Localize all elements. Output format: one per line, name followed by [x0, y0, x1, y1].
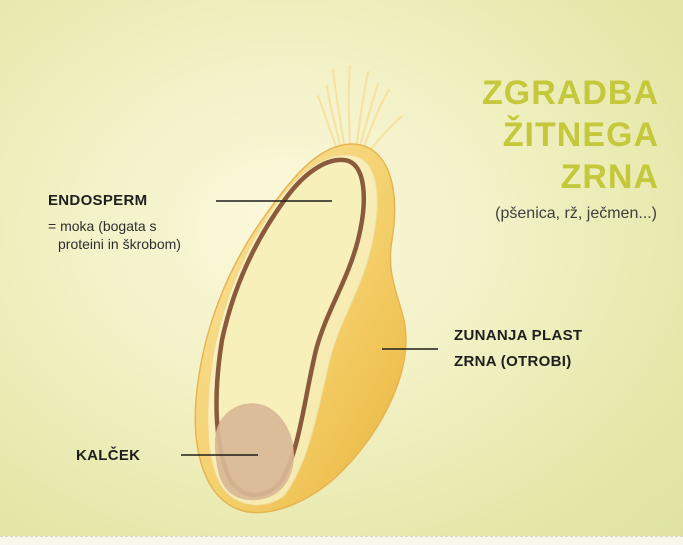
- endosperm-desc-line-1: = moka (bogata s: [48, 217, 157, 235]
- bottom-edge: [0, 536, 683, 545]
- title-line-2: ŽITNEGA: [503, 117, 659, 153]
- outer-layer-label-line-2: ZRNA (OTROBI): [454, 353, 572, 370]
- grain-hairs: [318, 66, 402, 156]
- subtitle: (pšenica, rž, ječmen...): [495, 205, 657, 223]
- title-line-1: ZGRADBA: [482, 75, 659, 111]
- endosperm-label: ENDOSPERM: [48, 192, 147, 209]
- germ-label: KALČEK: [76, 447, 140, 464]
- endosperm-desc-line-2: proteini in škrobom): [58, 235, 181, 253]
- title-line-3: ZRNA: [561, 159, 659, 195]
- outer-layer-label-line-1: ZUNANJA PLAST: [454, 327, 582, 344]
